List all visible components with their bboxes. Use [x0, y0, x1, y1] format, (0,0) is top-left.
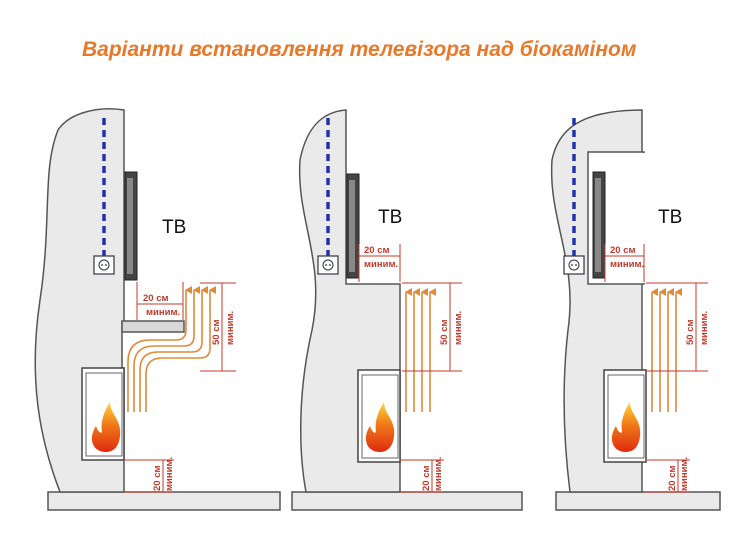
dim-20-bottom-label: 20 см	[152, 465, 163, 491]
panel-wall-niche: ТВ 20 см миним. 50 см миним.	[550, 109, 721, 511]
dimension-20cm-bottom	[400, 459, 444, 493]
dim-min-label: миним.	[146, 307, 180, 318]
dimension-20cm-bottom	[646, 459, 690, 493]
flame-icon	[365, 402, 395, 452]
shelf	[121, 320, 185, 333]
dimension-50cm	[646, 282, 708, 372]
dim-min-label-50: миним.	[699, 311, 710, 345]
heat-arrows	[127, 286, 216, 412]
dimension-20cm-top	[136, 282, 184, 320]
dim-50-label: 50 см	[211, 319, 222, 345]
dim-20-bottom-label: 20 см	[421, 465, 432, 491]
page-title: Варіанти встановлення телевізора над біо…	[82, 38, 637, 61]
dim-50-label: 50 см	[439, 319, 450, 345]
floor	[291, 491, 523, 511]
dim-min-label: миним.	[610, 259, 644, 270]
dim-20-label: 20 см	[143, 293, 169, 304]
floor	[555, 491, 721, 511]
dim-min-bottom-label: миним.	[433, 457, 444, 491]
dim-20-label: 20 см	[610, 245, 636, 256]
dim-min-label-50: миним.	[453, 311, 464, 345]
power-socket-icon	[563, 255, 585, 275]
power-socket-icon	[317, 255, 339, 275]
dimension-50cm	[200, 282, 236, 372]
dimension-50cm	[402, 282, 462, 372]
flame-icon	[611, 402, 641, 452]
tv-label: ТВ	[162, 217, 186, 238]
flame-icon	[91, 402, 121, 452]
floor	[47, 491, 281, 511]
dim-min-bottom-label: миним.	[679, 457, 690, 491]
tv-label: ТВ	[378, 207, 402, 228]
panel-wall-mounted-with-shelf: ТВ 20 см миним. 50 см миним.	[34, 108, 281, 511]
power-socket-icon	[93, 255, 115, 275]
dim-min-bottom-label: миним.	[164, 457, 175, 491]
dimension-20cm-bottom	[124, 459, 174, 493]
dimension-20cm-top	[604, 244, 645, 282]
dim-50-label: 50 см	[685, 319, 696, 345]
tv-label: ТВ	[658, 207, 682, 228]
heat-arrows	[651, 288, 682, 412]
dim-min-label-50: миним.	[225, 311, 236, 345]
panel-recessed-ledge: ТВ 20 см миним. 50 см миним.	[291, 109, 523, 511]
dim-min-label: миним.	[364, 259, 398, 270]
dim-20-bottom-label: 20 см	[667, 465, 678, 491]
dim-20-label: 20 см	[364, 245, 390, 256]
dimension-20cm-top	[358, 244, 401, 282]
heat-arrows	[405, 288, 436, 412]
